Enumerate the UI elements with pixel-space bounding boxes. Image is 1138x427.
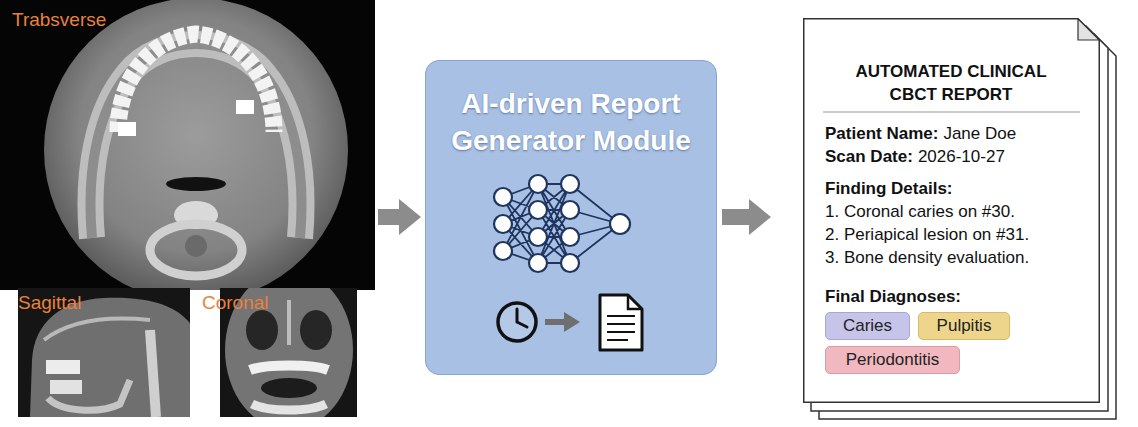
text-row: Patient Name: Jane Doe [825,122,1021,145]
ct-sagittal-view: Sagittal [18,288,190,417]
document-icon [600,295,642,350]
diagnosis-tag: Pulpitis [918,312,1010,340]
mandible [48,380,130,410]
view-label: Coronal [202,292,269,314]
finding-item: 1. Coronal caries on #30. [825,202,1015,221]
text-row: 3. Bone density evaluation. [825,246,1034,269]
sagittal-ct-image [18,288,192,417]
sinus [246,310,278,350]
module-box: AI-driven Report Generator Module [425,60,717,375]
spine [150,330,156,417]
lower-teeth [252,404,326,410]
text-row: 2. Periapical lesion on #31. [825,223,1034,246]
flow-arrow [722,199,771,235]
text-row: Final Diagnoses: [825,285,966,308]
text-row: 1. Coronal caries on #30. [825,200,1020,223]
lower-teeth [50,380,82,394]
diagnosis-tag: Periodontitis [825,346,960,374]
tag-label: Pulpitis [937,316,992,336]
palate [44,319,150,340]
flow-arrow-icon [545,312,580,332]
network-neurons [494,175,630,272]
diagnosis-tag: Caries [825,312,910,340]
separator-line [823,111,1080,112]
spinal-canal [185,235,207,257]
airway [166,177,226,191]
text-row: Scan Date: 2026-10-27 [825,145,1010,168]
field-value: Jane Doe [943,124,1016,143]
oral-cavity [261,378,317,398]
dental-arch [118,34,274,132]
tag-label: Periodontitis [846,350,940,370]
module-title: AI-driven Report Generator Module [431,85,711,159]
field-label: Scan Date: [825,147,913,166]
network-links [503,184,620,263]
flow-arrow [378,199,421,235]
filling [236,100,254,114]
section-heading: Finding Details: [825,179,953,198]
clock-icon [498,303,536,341]
view-label: Trabsverse [12,9,106,31]
field-label: Patient Name: [825,124,938,143]
sinus [300,310,332,350]
upper-teeth [46,360,80,374]
skull-profile [30,298,190,417]
page-border [804,19,1100,403]
mandible-marrow [91,44,302,238]
view-label: Sagittal [18,292,81,314]
septum [287,300,291,345]
filling [118,122,136,136]
report-title: AUTOMATED CLINICAL CBCT REPORT [836,60,1066,106]
text-row: AUTOMATED CLINICAL CBCT REPORT [836,60,1066,106]
report-document: AUTOMATED CLINICAL CBCT REPORT Patient Na… [803,18,1100,403]
transverse-ct-image [0,0,375,302]
ct-coronal-view: Coronal [220,288,357,417]
finding-item: 3. Bone density evaluation. [825,248,1029,267]
neural-network-icon [494,175,630,272]
section-heading: Final Diagnoses: [825,287,961,306]
page-fold [1078,19,1099,40]
mandible [91,44,302,238]
finding-item: 2. Periapical lesion on #31. [825,225,1029,244]
ct-field [44,0,348,290]
vertebra-arch [150,224,242,276]
ct-transverse-view: Trabsverse [0,0,375,290]
tag-label: Caries [843,316,892,336]
field-value: 2026-10-27 [918,147,1005,166]
upper-teeth [250,366,328,371]
text-row: Finding Details: [825,177,958,200]
